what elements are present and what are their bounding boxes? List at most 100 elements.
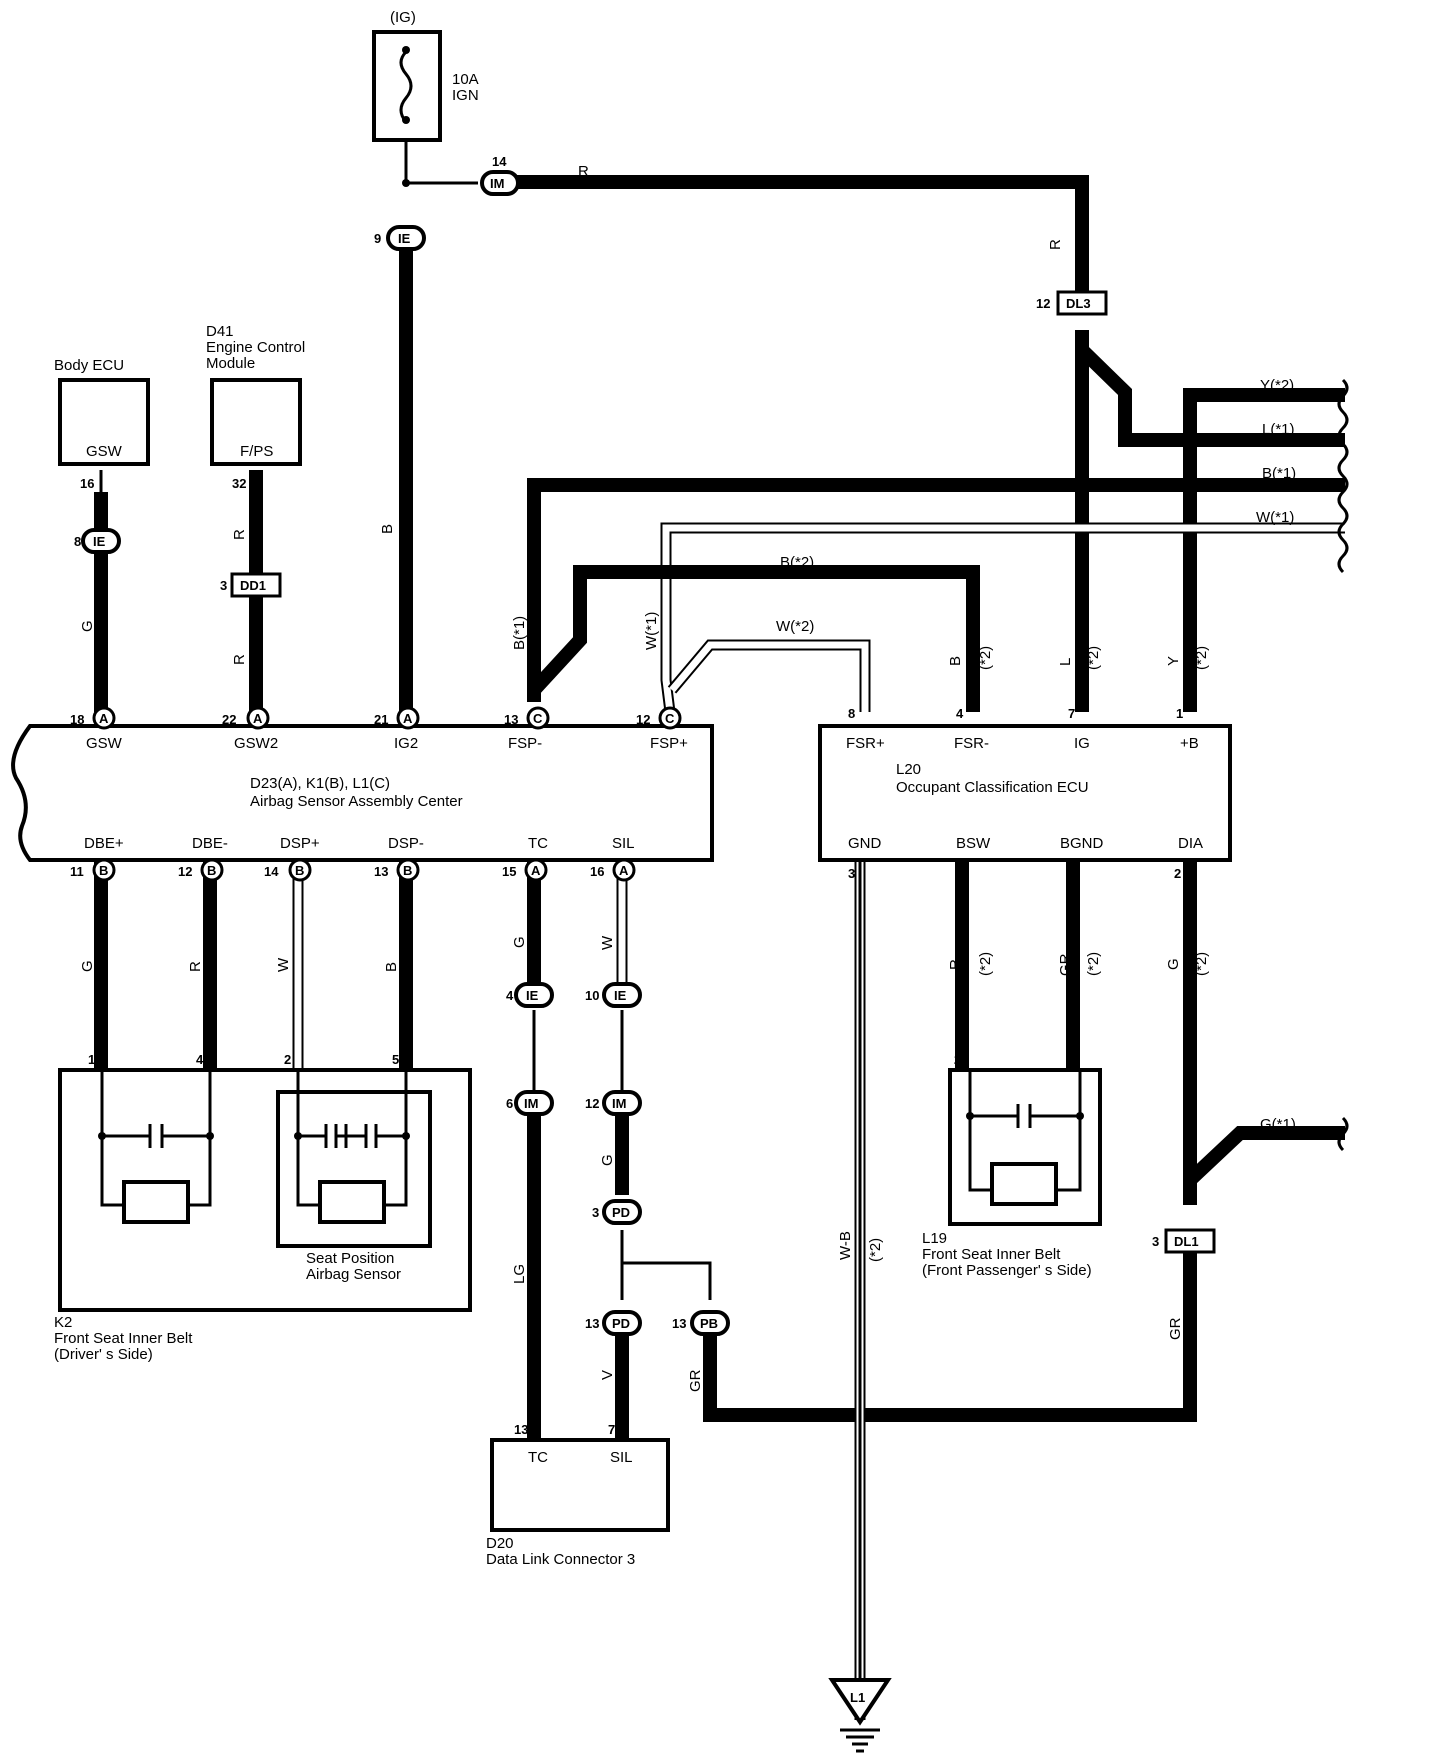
svg-text:IE: IE [93, 534, 106, 549]
svg-text:W: W [275, 957, 292, 972]
svg-text:G: G [79, 960, 96, 972]
connector-dd1 [230, 572, 282, 598]
svg-text:PB: PB [700, 1316, 718, 1331]
svg-text:Airbag Sensor: Airbag Sensor [306, 1266, 401, 1283]
svg-text:V: V [599, 1370, 616, 1380]
svg-text:B(*1): B(*1) [511, 616, 528, 650]
svg-text:Occupant Classification ECU: Occupant Classification ECU [896, 779, 1089, 796]
wire-g1 [1185, 1126, 1345, 1186]
svg-text:Airbag Sensor Assembly Center: Airbag Sensor Assembly Center [250, 793, 463, 810]
connector-im-12 [602, 1090, 642, 1116]
svg-text:DIA: DIA [1178, 835, 1203, 852]
connector-dl1 [1164, 1228, 1216, 1254]
fuse-ign: (IG) 10A IGN [372, 9, 479, 142]
svg-text:IM: IM [490, 176, 504, 191]
svg-text:(*2): (*2) [867, 1238, 884, 1262]
svg-text:BSW: BSW [956, 835, 991, 852]
connector-pd-3 [602, 1199, 642, 1225]
wire-l1 [1077, 344, 1345, 447]
svg-text:IG: IG [1074, 735, 1090, 752]
connector-badges: 14 IM 9 IE 12 DL3 8 IE 3 DD1 4 IE 10 IE … [74, 154, 1216, 1336]
svg-text:GSW2: GSW2 [234, 735, 278, 752]
svg-text:13: 13 [585, 1316, 599, 1331]
connector-ie-8 [81, 528, 121, 554]
wires [94, 125, 1345, 1720]
svg-text:21: 21 [374, 712, 388, 727]
svg-text:DBE-: DBE- [192, 835, 228, 852]
svg-text:(*2): (*2) [1193, 646, 1210, 670]
svg-text:W-B: W-B [837, 1231, 854, 1260]
svg-text:32: 32 [232, 476, 246, 491]
svg-text:B(*1): B(*1) [1262, 465, 1296, 482]
svg-text:R: R [187, 961, 204, 972]
svg-text:GR: GR [1167, 1317, 1184, 1340]
svg-text:4: 4 [956, 706, 964, 721]
svg-text:PD: PD [612, 1205, 630, 1220]
harness-breaks [1337, 378, 1349, 1152]
engine-control-module: D41 Engine Control Module F/PS 32 [206, 323, 305, 491]
svg-text:2: 2 [954, 1052, 961, 1067]
svg-text:2: 2 [1174, 866, 1181, 881]
connector-ie-4 [514, 982, 554, 1008]
svg-text:3: 3 [1152, 1234, 1159, 1249]
svg-text:A: A [531, 863, 541, 878]
svg-text:R: R [1047, 239, 1064, 250]
svg-text:13: 13 [672, 1316, 686, 1331]
svg-text:Body ECU: Body ECU [54, 357, 124, 374]
svg-text:SIL: SIL [612, 835, 635, 852]
svg-text:1: 1 [1176, 706, 1183, 721]
front-seat-inner-belt-driver: 1 4 2 5 Seat Position Airbag Sensor K2 F… [54, 1052, 472, 1363]
junction-dot [402, 179, 410, 187]
svg-text:K2: K2 [54, 1314, 72, 1331]
svg-text:D20: D20 [486, 1535, 514, 1552]
svg-text:Front Seat Inner Belt: Front Seat Inner Belt [922, 1246, 1061, 1263]
svg-text:GND: GND [848, 835, 882, 852]
connector-dl3 [1056, 290, 1108, 316]
svg-text:IE: IE [398, 231, 411, 246]
svg-text:B: B [403, 863, 412, 878]
svg-text:G: G [79, 620, 96, 632]
svg-text:B: B [207, 863, 216, 878]
body-ecu: Body ECU GSW 16 [54, 357, 150, 491]
svg-text:12: 12 [585, 1096, 599, 1111]
svg-text:12: 12 [636, 712, 650, 727]
wire-r-ig-to-dl3 [512, 175, 1089, 292]
svg-text:12: 12 [178, 864, 192, 879]
wire-w1-fsp-plus [660, 522, 1345, 713]
occupant-classification-ecu: 8 4 7 1 FSR+ FSR- IG +B L20 Occupant Cla… [818, 706, 1232, 881]
svg-text:Y: Y [1165, 656, 1182, 666]
svg-text:G: G [1165, 958, 1182, 970]
svg-text:5: 5 [1066, 866, 1073, 881]
svg-text:F/PS: F/PS [240, 443, 273, 460]
svg-text:6: 6 [506, 1096, 513, 1111]
svg-text:4: 4 [196, 1052, 204, 1067]
svg-text:DD1: DD1 [240, 578, 266, 593]
svg-text:Y(*2): Y(*2) [1260, 377, 1294, 394]
svg-text:(Front Passenger' s Side): (Front Passenger' s Side) [922, 1262, 1092, 1279]
svg-text:Module: Module [206, 355, 255, 372]
svg-text:B(*2): B(*2) [780, 554, 814, 571]
svg-text:R: R [231, 529, 248, 540]
svg-text:A: A [99, 711, 109, 726]
ground-l1: L1 [828, 1678, 892, 1753]
wire-b1-fsp-minus [527, 478, 1345, 702]
svg-text:(*2): (*2) [1193, 952, 1210, 976]
svg-text:Engine Control: Engine Control [206, 339, 305, 356]
svg-text:G: G [599, 1154, 616, 1166]
svg-text:B: B [295, 863, 304, 878]
svg-text:14: 14 [264, 864, 279, 879]
svg-text:(*2): (*2) [1085, 646, 1102, 670]
svg-text:SIL: SIL [610, 1449, 633, 1466]
svg-text:Front Seat Inner Belt: Front Seat Inner Belt [54, 1330, 193, 1347]
svg-text:R: R [231, 654, 248, 665]
svg-text:R: R [947, 959, 964, 970]
svg-text:B: B [947, 656, 964, 666]
svg-text:C: C [665, 711, 675, 726]
svg-text:DL1: DL1 [1174, 1234, 1199, 1249]
svg-text:FSP-: FSP- [508, 735, 542, 752]
svg-text:14: 14 [492, 154, 507, 169]
svg-text:DBE+: DBE+ [84, 835, 124, 852]
svg-text:D23(A), K1(B), L1(C): D23(A), K1(B), L1(C) [250, 775, 390, 792]
svg-text:D41: D41 [206, 323, 234, 340]
